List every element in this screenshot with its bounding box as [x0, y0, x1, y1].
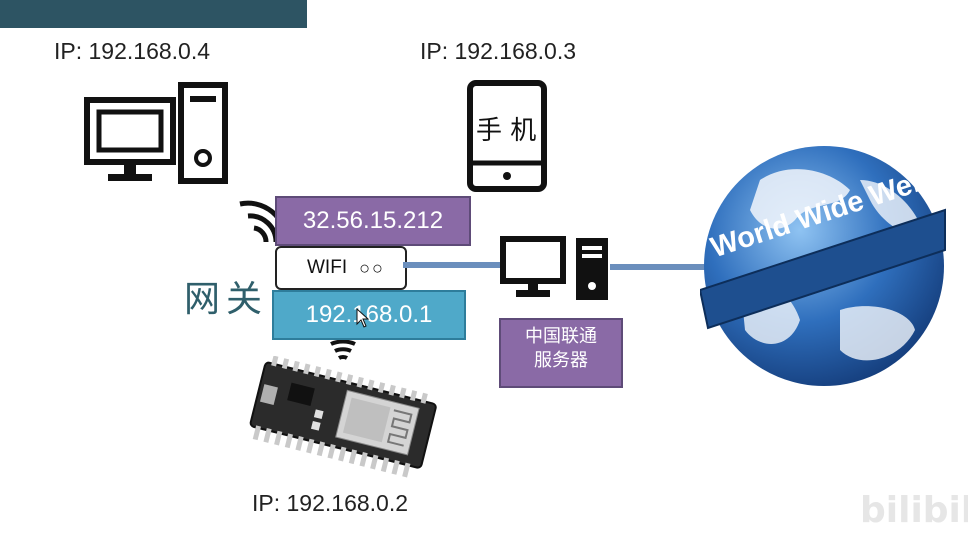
esp8266-board-icon: [249, 356, 437, 478]
phone-icon: [467, 80, 547, 192]
server-label-line1: 中国联通: [525, 326, 597, 346]
globe-icon: [700, 146, 946, 386]
pc-ip-label: IP: 192.168.0.4: [54, 38, 211, 64]
cursor-icon: [356, 308, 370, 328]
router: WIFI ○○: [275, 246, 407, 290]
desktop-computer-icon: [84, 82, 228, 184]
private-ip-box: 192.168.0.1: [272, 290, 466, 340]
router-server-link: [403, 262, 501, 268]
server-label-line2: 服务器: [534, 350, 588, 370]
phone-text: 手 机: [476, 116, 537, 146]
gateway-label: 网关: [184, 279, 269, 320]
router-lights: ○○: [359, 257, 385, 278]
board-ip-label: IP: 192.168.0.2: [252, 490, 409, 516]
title-bar: [0, 0, 307, 28]
server-internet-link: [610, 264, 710, 270]
watermark: bilibili: [860, 490, 968, 531]
wifi-label: WIFI: [307, 257, 348, 278]
server-computer-icon: [500, 236, 608, 300]
server-label-box: 中国联通 服务器: [499, 318, 623, 388]
public-ip-box: 32.56.15.212: [275, 196, 471, 246]
wireless-signal-icon: [330, 339, 356, 360]
phone-ip-label: IP: 192.168.0.3: [420, 38, 577, 64]
